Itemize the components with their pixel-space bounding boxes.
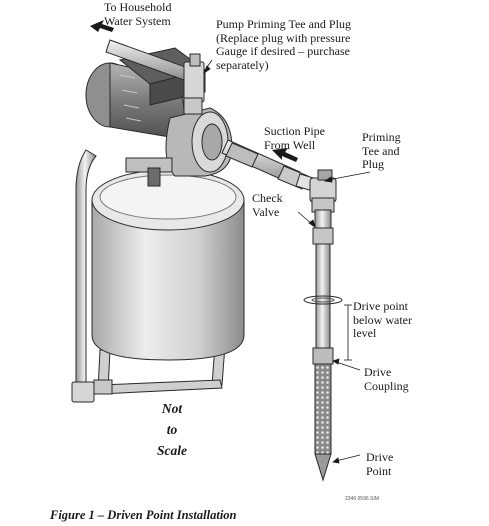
suction-pipe-label: Suction Pipe From Well [264, 124, 326, 152]
well-pipe [303, 209, 343, 365]
drive-point-label: Drive Point [366, 450, 394, 478]
drawing-code: 2346 0596 SIM [345, 496, 379, 502]
pump-priming-tee-label: Pump Priming Tee and Plug (Replace plug … [216, 17, 351, 72]
priming-tee [309, 169, 337, 213]
drive-point-screen [314, 363, 332, 482]
drive-point-below-label: Drive point below water level [353, 299, 412, 340]
leader-lines [203, 59, 371, 464]
priming-tee-label: Priming Tee and Plug [362, 130, 401, 171]
figure-caption: Figure 1 – Driven Point Installation [50, 508, 237, 522]
flow-arrows [90, 20, 298, 162]
discharge-pipe [105, 39, 205, 115]
pressure-tank [91, 169, 245, 361]
household-label: To Household Water System [104, 0, 172, 28]
check-valve-label: Check Valve [252, 191, 283, 219]
drive-coupling-label: Drive Coupling [364, 365, 409, 393]
not-to-scale-note: Not to Scale [157, 401, 187, 458]
pump-body [125, 107, 233, 187]
tank-supply-pipe [71, 149, 113, 403]
